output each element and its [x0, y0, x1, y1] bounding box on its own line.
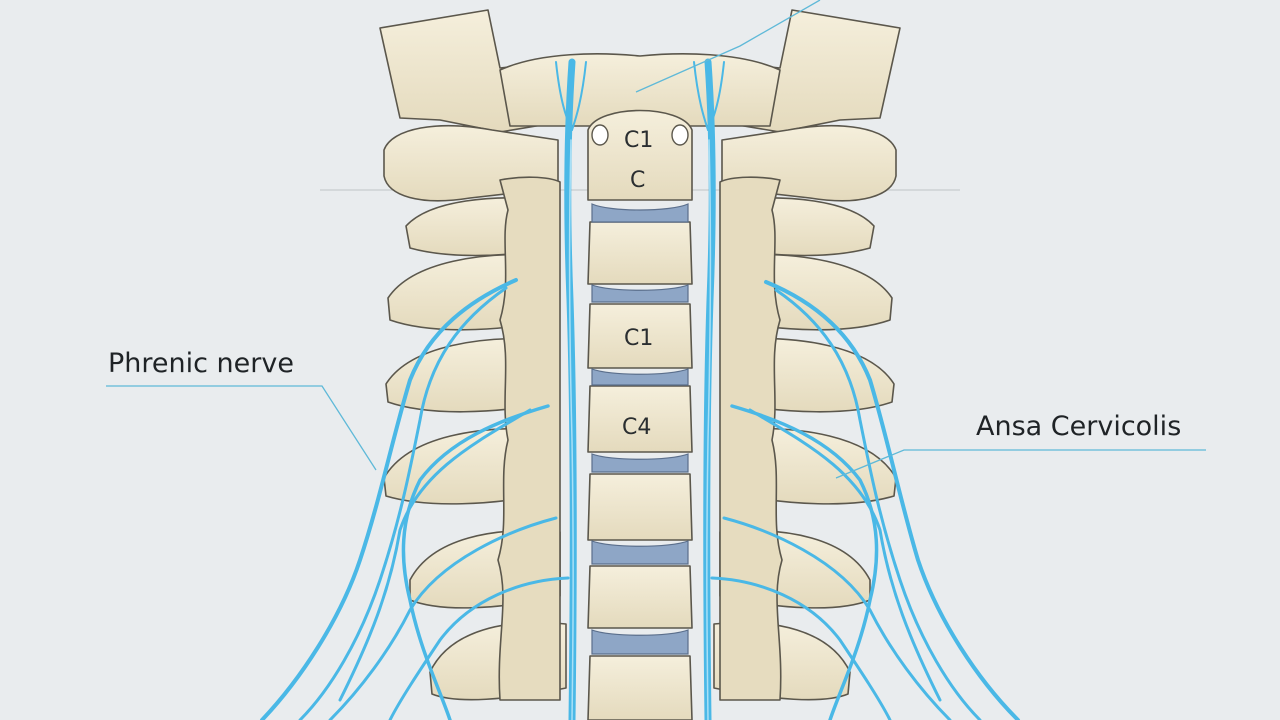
vertebra-label-c: C: [630, 168, 646, 193]
vertebral-body-dens: [587, 109, 693, 201]
phrenic-nerve-left-2: [298, 286, 508, 720]
left-branch-4: [338, 408, 532, 702]
cervical-vertebrae: [379, 9, 901, 720]
vertebral-body-4: [587, 473, 693, 541]
vertebra-label-c1-top: C1: [624, 128, 654, 153]
ansa-cervicalis-label: Ansa Cervicolis: [976, 411, 1182, 442]
ansa-cervicalis-leader: [835, 449, 1206, 479]
disc-6: [591, 629, 689, 655]
nerve-trunk-left-fine-2: [571, 61, 587, 131]
phrenic-nerve-left-1: [260, 278, 518, 720]
nerves: [260, 58, 1020, 720]
vertebral-body-3: [587, 385, 693, 453]
intervertebral-discs: [591, 203, 689, 655]
vertebra-label-c4: C4: [622, 415, 652, 440]
nerve-trunk-right-fine: [693, 61, 709, 131]
disc-5: [591, 540, 689, 565]
disc-2: [591, 284, 689, 303]
nerve-trunk-right-fine-2: [707, 61, 725, 131]
nerve-highlights: [568, 139, 712, 720]
left-branch-3: [401, 404, 550, 720]
leader-lines: [106, 0, 1206, 479]
vertebral-body-1: [587, 221, 693, 285]
disc-3: [591, 368, 689, 386]
vertebra-label-c1: C1: [624, 326, 654, 351]
vertebral-body-6: [587, 655, 693, 720]
right-branch-5: [722, 516, 952, 720]
right-branch-4: [748, 408, 942, 702]
disc-4: [591, 453, 689, 473]
left-branch-5: [328, 516, 558, 720]
atlas-foramina: [591, 124, 689, 146]
phrenic-nerve-leader: [106, 385, 377, 471]
top-leader: [635, 0, 821, 93]
left-branch-6: [388, 576, 570, 720]
right-branch-3: [730, 404, 879, 720]
vertebral-body-2: [587, 303, 693, 369]
articular-pillar-left: [497, 176, 561, 701]
phrenic-nerve-label: Phrenic nerve: [108, 348, 294, 379]
right-branch-6: [710, 576, 892, 720]
articular-pillar-right: [719, 176, 783, 701]
disc-1: [591, 203, 689, 223]
vertebral-body-5: [587, 565, 693, 629]
nerve-trunk-left-fine: [555, 61, 573, 131]
ansa-cervicalis-right-2: [774, 288, 982, 720]
ansa-cervicalis-right-1: [764, 280, 1020, 720]
